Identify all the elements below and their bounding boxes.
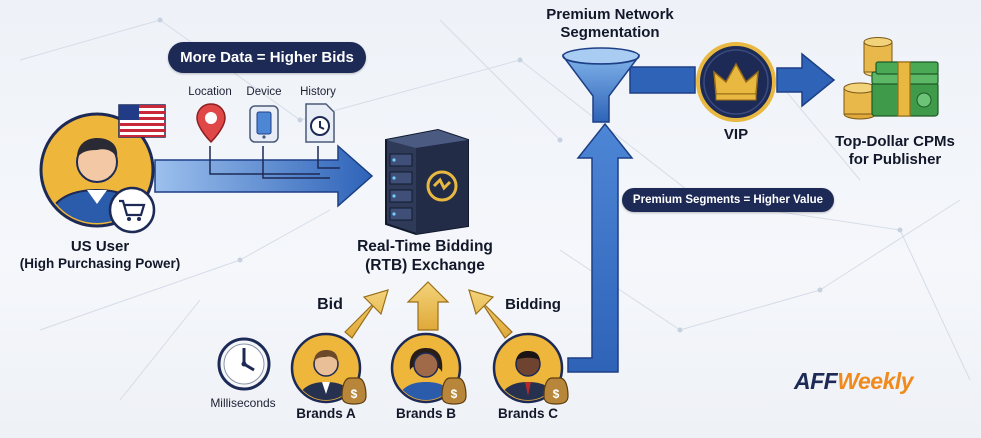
brand-a-label: Brands A: [296, 406, 356, 421]
brand-b-avatar: $: [390, 332, 467, 405]
more-data-pill: More Data = Higher Bids: [168, 42, 366, 73]
money-stack-icon: [843, 37, 939, 120]
premium-title-line2: Segmentation: [560, 24, 660, 41]
svg-text:$: $: [451, 387, 458, 401]
server-icon: [385, 128, 469, 236]
bid-label: Bid: [317, 296, 343, 313]
exchange-title: Real-Time Bidding: [357, 238, 493, 255]
location-pin-icon: [196, 103, 226, 144]
brand-c-label: Brands C: [497, 406, 558, 421]
clock-icon: [217, 337, 271, 391]
location-label: Location: [188, 86, 232, 98]
premium-segments-pill: Premium Segments = Higher Value: [622, 188, 834, 212]
exchange-subtitle: (RTB) Exchange: [365, 257, 485, 274]
signal-lines: [209, 146, 340, 179]
history-label: History: [300, 86, 336, 98]
bidding-label: Bidding: [505, 296, 561, 313]
affweekly-logo: AFFWeekly: [794, 368, 914, 394]
funnel-to-vip-arrow: [629, 66, 696, 94]
crown-icon: [696, 42, 776, 122]
svg-text:$: $: [553, 387, 560, 401]
shopping-cart-icon: [108, 186, 156, 234]
brand-a-avatar: $: [290, 332, 367, 405]
phone-icon: [249, 105, 279, 143]
brand-b-label: Brands B: [395, 406, 456, 421]
funnel-icon: [562, 47, 640, 123]
outcome-title: Top-Dollar CPMs: [835, 133, 955, 150]
brands-to-funnel-arrow: [567, 122, 634, 373]
device-label: Device: [246, 86, 282, 98]
user-subtitle: (High Purchasing Power): [19, 256, 181, 271]
premium-title-line1: Premium Network: [546, 6, 674, 23]
brand-c-avatar: $: [492, 332, 569, 405]
outcome-subtitle: for Publisher: [848, 151, 942, 168]
vip-label: VIP: [723, 126, 749, 143]
history-doc-icon: [305, 103, 335, 143]
bid-arrows: [344, 281, 513, 339]
svg-text:$: $: [351, 387, 358, 401]
vip-to-money-arrow: [776, 52, 836, 108]
milliseconds-label: Milliseconds: [210, 396, 276, 410]
user-title: US User: [70, 238, 130, 255]
us-flag-icon: [118, 104, 166, 138]
